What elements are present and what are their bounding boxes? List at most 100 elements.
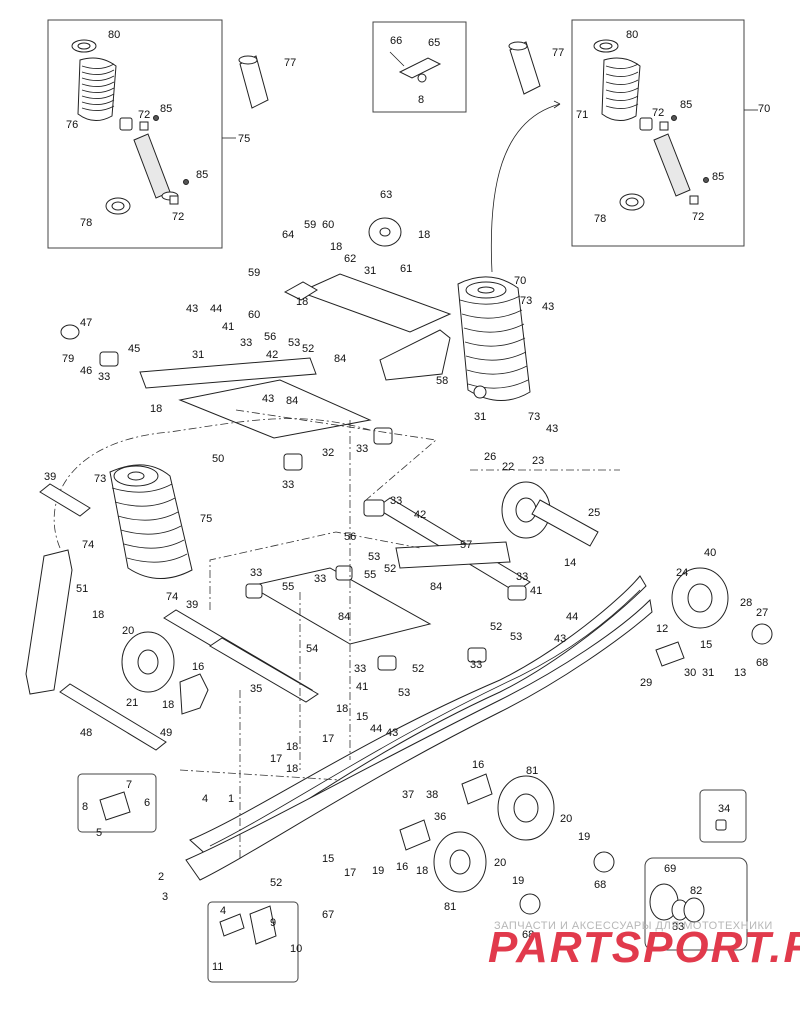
spring-76 xyxy=(77,57,117,121)
part-label-43c: 43 xyxy=(546,423,558,435)
part-label-60a: 60 xyxy=(322,219,334,231)
idler-wheel-21 xyxy=(121,631,175,693)
part-label-43b: 43 xyxy=(186,303,198,315)
part-label-73b: 73 xyxy=(528,411,540,423)
part-label-19a: 19 xyxy=(578,831,590,843)
part-label-68a: 68 xyxy=(756,657,768,669)
part-label-26: 26 xyxy=(484,451,496,463)
part-label-81a: 81 xyxy=(526,765,538,777)
part-label-6: 6 xyxy=(144,797,150,809)
part-label-53b: 53 xyxy=(368,551,380,563)
bracket-65 xyxy=(398,57,442,79)
part-label-53d: 53 xyxy=(398,687,410,699)
part-label-18i: 18 xyxy=(286,763,298,775)
rod-48 xyxy=(59,683,167,751)
part-label-63: 63 xyxy=(380,189,392,201)
part-label-37: 37 xyxy=(402,789,414,801)
bushing-33-left xyxy=(99,351,119,367)
boot-77-right xyxy=(508,41,541,95)
part-label-44c: 44 xyxy=(370,723,382,735)
part-label-70b: 70 xyxy=(514,275,526,287)
part-label-8a: 8 xyxy=(418,94,424,106)
boot-77-left xyxy=(238,55,269,109)
part-label-56a: 56 xyxy=(264,331,276,343)
centerline-c xyxy=(209,531,421,610)
part-label-46: 46 xyxy=(80,365,92,377)
part-label-72c: 72 xyxy=(652,107,664,119)
part-label-16b: 16 xyxy=(472,759,484,771)
part-label-33d: 33 xyxy=(282,479,294,491)
part-label-56b: 56 xyxy=(344,531,356,543)
part-label-59a: 59 xyxy=(304,219,316,231)
part-label-42b: 42 xyxy=(414,509,426,521)
bracket-58 xyxy=(379,329,451,381)
part-label-18g: 18 xyxy=(336,703,348,715)
part-label-52a: 52 xyxy=(302,343,314,355)
centerline-h xyxy=(179,769,341,781)
part-label-15c: 15 xyxy=(322,853,334,865)
part-label-23: 23 xyxy=(532,455,544,467)
part-label-74b: 74 xyxy=(166,591,178,603)
part-label-11: 11 xyxy=(212,961,223,973)
adjuster-ring-78 xyxy=(105,197,131,215)
part-label-84d: 84 xyxy=(338,611,350,623)
part-label-12: 12 xyxy=(656,623,668,635)
part-label-43f: 43 xyxy=(386,727,398,739)
idler-wheel-40 xyxy=(671,567,729,629)
wheel-cap-68 xyxy=(519,623,773,915)
part-label-85a: 85 xyxy=(160,103,172,115)
part-label-57: 57 xyxy=(460,539,472,551)
centerline-b xyxy=(235,409,437,501)
part-label-3: 3 xyxy=(162,891,168,903)
part-label-61: 61 xyxy=(400,263,412,275)
bushing-33-c xyxy=(363,499,385,517)
part-label-18c: 18 xyxy=(296,296,308,308)
inset-box-part-5 xyxy=(77,773,157,833)
part-label-41c: 41 xyxy=(356,681,368,693)
part-label-18j: 18 xyxy=(416,865,428,877)
part-label-31a: 31 xyxy=(364,265,376,277)
part-label-72a: 72 xyxy=(138,109,150,121)
part-label-69: 69 xyxy=(664,863,676,875)
upper-cross-shaft-area xyxy=(283,217,452,381)
part-label-32: 32 xyxy=(322,447,334,459)
part-label-51: 51 xyxy=(76,583,88,595)
watermark-brand: PARTSPORT.RU xyxy=(488,923,800,972)
part-label-16a: 16 xyxy=(192,661,204,673)
middle-arm-assembly xyxy=(245,497,531,671)
part-label-55a: 55 xyxy=(282,581,294,593)
part-label-66: 66 xyxy=(390,35,402,47)
part-label-35: 35 xyxy=(250,683,262,695)
part-label-33h: 33 xyxy=(516,571,528,583)
part-label-33f: 33 xyxy=(250,567,262,579)
part-label-13: 13 xyxy=(734,667,746,679)
part-label-75b: 75 xyxy=(200,513,212,525)
bushing-33-a xyxy=(373,427,393,445)
part-label-4b: 4 xyxy=(220,905,226,917)
part-label-44b: 44 xyxy=(566,611,578,623)
part-label-8b: 8 xyxy=(82,801,88,813)
part-label-5: 5 xyxy=(96,827,102,839)
part-label-55b: 55 xyxy=(364,569,376,581)
part-label-10: 10 xyxy=(290,943,302,955)
part-label-74a: 74 xyxy=(82,539,94,551)
part-label-45: 45 xyxy=(128,343,140,355)
bushing-33-d xyxy=(335,565,353,581)
part-label-33a: 33 xyxy=(240,337,252,349)
part-label-1: 1 xyxy=(228,793,234,805)
part-label-22: 22 xyxy=(502,461,514,473)
part-label-68b: 68 xyxy=(594,879,606,891)
part-label-20a: 20 xyxy=(122,625,134,637)
part-label-44a: 44 xyxy=(210,303,222,315)
inset-box-part-69 xyxy=(644,857,748,951)
idler-wheel-81-lower xyxy=(433,831,487,893)
bushing-33-f xyxy=(377,655,397,671)
part-label-21: 21 xyxy=(126,697,138,709)
inset-box-part-11 xyxy=(207,901,299,983)
part-label-9: 9 xyxy=(270,917,276,929)
part-label-78b: 78 xyxy=(594,213,606,225)
part-label-4a: 4 xyxy=(202,793,208,805)
part-label-18e: 18 xyxy=(92,609,104,621)
